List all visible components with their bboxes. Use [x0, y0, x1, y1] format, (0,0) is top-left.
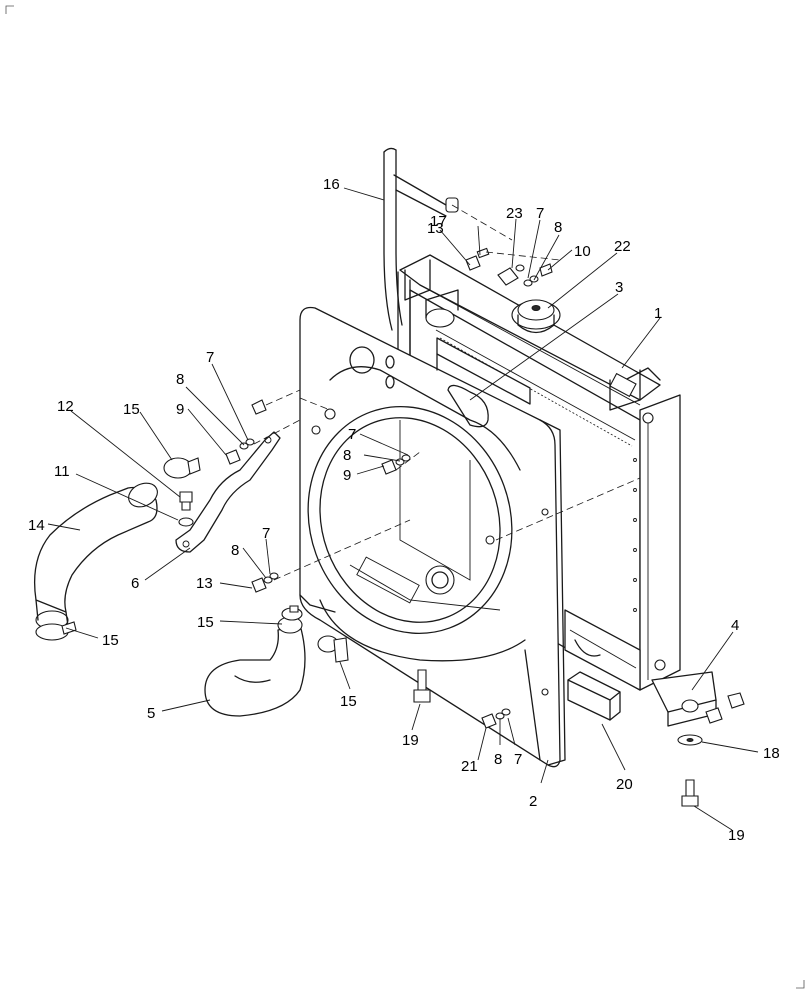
- callout-8-c: 8: [343, 447, 351, 464]
- callout-15-c: 15: [197, 614, 214, 631]
- lower-radiator-hose: [204, 605, 349, 717]
- callout-8-d: 8: [494, 751, 502, 768]
- callout-13-b: 13: [196, 575, 213, 592]
- hose-support-bracket: [175, 431, 281, 553]
- callout-16: 16: [323, 176, 340, 193]
- callout-8-b: 8: [231, 542, 239, 559]
- callout-14: 14: [28, 517, 45, 534]
- callout-7-b: 7: [262, 525, 270, 542]
- upper-hose-clamp: [163, 457, 201, 479]
- callout-23: 23: [506, 205, 523, 222]
- callout-15-a: 15: [123, 401, 140, 418]
- callout-15-d: 15: [340, 693, 357, 710]
- callout-15-b: 15: [102, 632, 119, 649]
- lower-support-block: [567, 671, 621, 721]
- callout-22: 22: [614, 238, 631, 255]
- callout-labels: 1 2 3 4 5 6 7 7 7 7 7 8 8 8 8 8 9 9 10 1…: [28, 176, 780, 844]
- bottom-bolts: [413, 669, 511, 729]
- callout-7-c: 7: [348, 426, 356, 443]
- callout-13-a: 13: [427, 220, 444, 237]
- leader-lines: [47, 187, 759, 831]
- callout-10: 10: [574, 243, 591, 260]
- top-fittings: [465, 247, 553, 287]
- callout-9-a: 9: [176, 401, 184, 418]
- upper-radiator-hose: [33, 482, 158, 641]
- callout-7-a: 7: [206, 349, 214, 366]
- upper-bolt-set: [225, 389, 301, 465]
- callout-8-a: 8: [176, 371, 184, 388]
- callout-2: 2: [529, 793, 537, 810]
- callout-1: 1: [654, 305, 662, 322]
- callout-21: 21: [461, 758, 478, 775]
- callout-5: 5: [147, 705, 155, 722]
- overflow-tube: [383, 147, 459, 331]
- callout-17: 17: [430, 213, 447, 230]
- callout-6: 6: [131, 575, 139, 592]
- callout-4: 4: [731, 617, 739, 634]
- callout-19-b: 19: [728, 827, 745, 844]
- callout-7-e: 7: [536, 205, 544, 222]
- callout-11: 11: [54, 463, 70, 480]
- callout-18: 18: [763, 745, 780, 762]
- lower-bolt-set: [251, 572, 279, 593]
- callout-3: 3: [615, 279, 623, 296]
- callout-9-b: 9: [343, 467, 351, 484]
- callout-19-a: 19: [402, 732, 419, 749]
- callout-12: 12: [57, 398, 74, 415]
- page-corner-marks: [5, 5, 805, 989]
- stay-plate: [436, 337, 531, 405]
- callout-20: 20: [616, 776, 633, 793]
- callout-8-e: 8: [554, 219, 562, 236]
- mount-bracket: [651, 671, 745, 807]
- assembly-lines: [273, 204, 641, 581]
- callout-7-d: 7: [514, 751, 522, 768]
